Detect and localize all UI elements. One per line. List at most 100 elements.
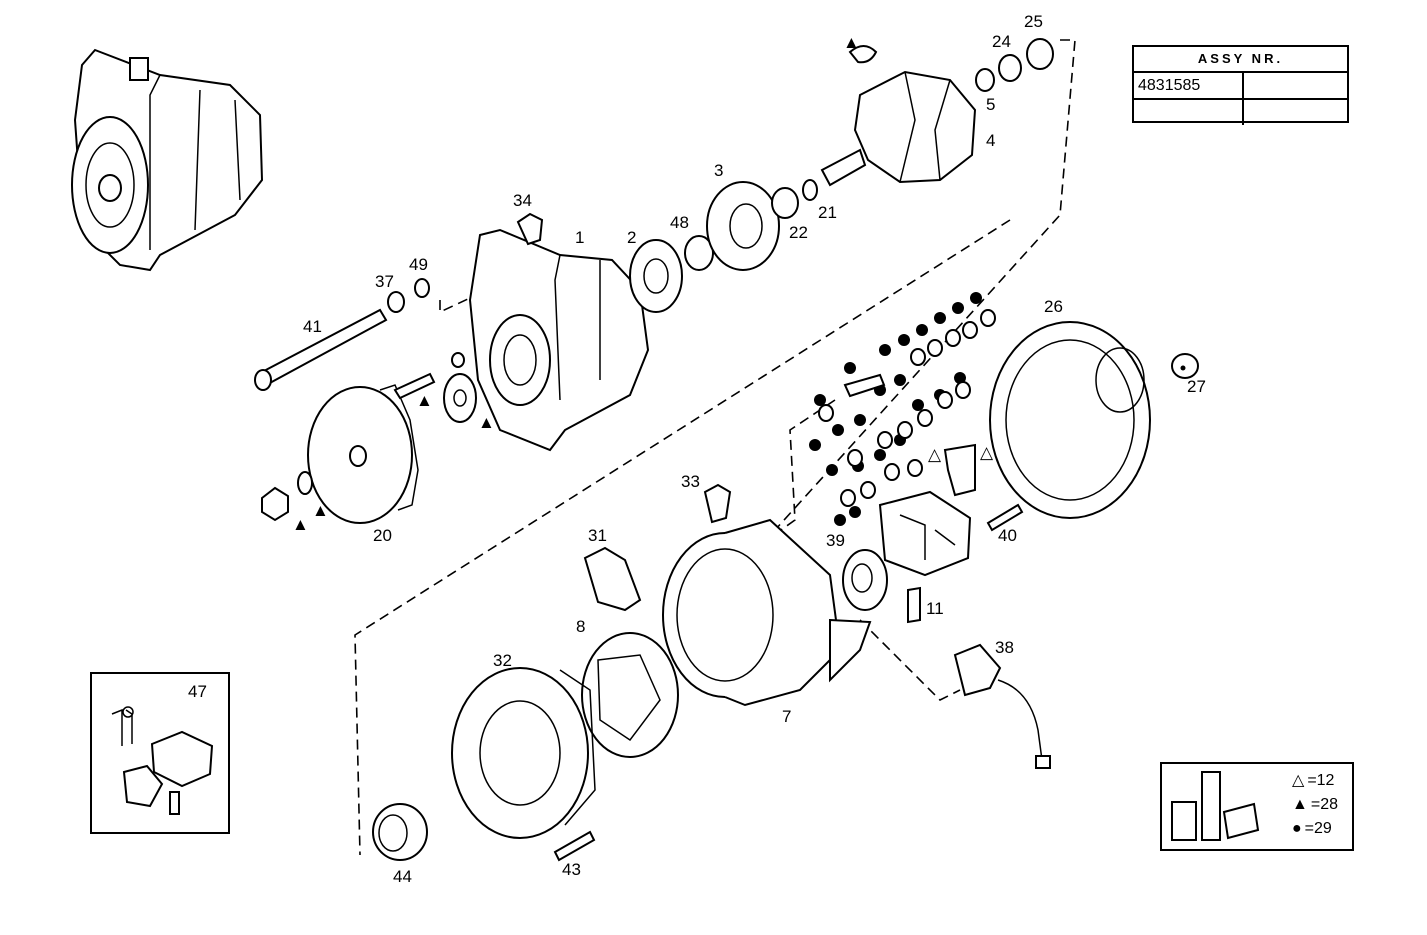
terminal-bracket	[943, 443, 976, 497]
part-32-stator	[451, 667, 596, 839]
assembled-alternator	[71, 48, 264, 272]
part-20-pulley-fan	[307, 384, 419, 524]
callout-41: 41	[303, 317, 322, 336]
part-11-spring	[907, 586, 921, 624]
axis-line-capacitor	[859, 619, 961, 701]
front-screw	[393, 372, 436, 400]
callout-39: 39	[826, 531, 845, 550]
part-4-rotor	[820, 70, 977, 187]
legend-filled-dot-value: =29	[1304, 820, 1332, 837]
legend-filled-triangle-value: =28	[1310, 796, 1338, 813]
legend-filled-triangle-icon: ▲	[1292, 796, 1308, 813]
part-41-through-bolt	[254, 308, 388, 391]
part-7-stator-housing	[662, 518, 872, 707]
rotor-cap	[848, 45, 878, 64]
part-5-ring	[975, 68, 995, 92]
callout-44: 44	[393, 867, 412, 886]
part-44-bearing	[372, 803, 428, 861]
part-24-bearing	[998, 54, 1022, 82]
hardware-cluster	[809, 292, 996, 526]
part-8-rectifier	[581, 632, 679, 758]
legend-row-open-triangle: △ =12	[1292, 772, 1334, 790]
part-33-plug	[703, 483, 732, 524]
assy-table-row	[1134, 98, 1347, 125]
part-39-cover	[842, 549, 888, 611]
part-31-gasket	[583, 546, 642, 612]
legend-open-triangle-value: =12	[1307, 772, 1335, 789]
part-34-plug	[516, 212, 544, 246]
callout-33: 33	[681, 472, 700, 491]
callout-32: 32	[493, 651, 512, 670]
axis-line-front	[439, 297, 471, 314]
assy-empty-cell	[1134, 100, 1244, 125]
callout-22: 22	[789, 223, 808, 242]
open-triangle-left: △	[928, 445, 942, 464]
axis-line-lower	[354, 219, 1011, 856]
legend-filled-dot-icon: ●	[1292, 820, 1302, 837]
inset-47-kit: 47	[90, 672, 230, 834]
callout-5: 5	[986, 95, 995, 114]
legend-open-triangle-icon: △	[1292, 772, 1305, 789]
callout-26: 26	[1044, 297, 1063, 316]
part-38-capacitor	[953, 643, 1051, 769]
part-49-washer	[414, 278, 430, 298]
part-27-cap	[1171, 353, 1199, 379]
small-nut	[451, 352, 465, 368]
regulator-brush-holder	[878, 490, 972, 577]
axis-line-upper	[774, 39, 1076, 531]
assy-empty-cell	[1244, 73, 1347, 98]
bearing-retainer	[443, 373, 477, 423]
part-48-ring	[684, 235, 714, 271]
part-22-collar	[771, 187, 799, 219]
callout-49: 49	[409, 255, 428, 274]
part-25-bearing	[1026, 38, 1054, 70]
callout-31: 31	[588, 526, 607, 545]
part-2-bearing	[629, 239, 683, 313]
callout-11: 11	[926, 599, 944, 618]
callout-43: 43	[562, 860, 581, 879]
callout-34: 34	[513, 191, 532, 210]
filled-triangle-fan-left: ▲	[292, 515, 309, 534]
callout-20: 20	[373, 526, 392, 545]
kit-drawing	[1171, 771, 1260, 841]
assy-table-row: 4831585	[1134, 73, 1347, 98]
callout-1: 1	[575, 228, 584, 247]
open-triangle-right: △	[980, 443, 994, 462]
callout-7: 7	[782, 707, 791, 726]
part-1-drive-end-housing	[468, 228, 650, 452]
callout-24: 24	[992, 32, 1011, 51]
callout-21: 21	[818, 203, 837, 222]
filled-triangle-retainer: ▲	[478, 413, 495, 432]
callout-2: 2	[627, 228, 636, 247]
assy-number: 4831585	[1134, 73, 1244, 98]
callout-40: 40	[998, 526, 1017, 545]
assy-table-header: ASSY NR.	[1134, 47, 1347, 73]
legend-row-filled-triangle: ▲ =28	[1292, 796, 1338, 814]
inset-47-drawing	[111, 706, 214, 815]
filled-triangle-cap: ▲	[843, 33, 860, 52]
callout-4: 4	[986, 131, 995, 150]
filled-triangle-fan-right: ▲	[312, 501, 329, 520]
callout-27: 27	[1187, 377, 1206, 396]
legend-kit-box: △ =12 ▲ =28 ● =29	[1160, 762, 1354, 851]
callout-48: 48	[670, 213, 689, 232]
callout-3: 3	[714, 161, 723, 180]
callout-25: 25	[1024, 12, 1043, 31]
part-37-washer	[387, 291, 405, 313]
part-26-rear-cover	[989, 321, 1151, 519]
callout-8: 8	[576, 617, 585, 636]
part-40-screw	[986, 503, 1024, 532]
assy-number-table: ASSY NR. 4831585	[1132, 45, 1349, 125]
legend-row-filled-dot: ● =29	[1292, 820, 1332, 838]
pulley-nut	[261, 486, 289, 522]
inset-47-label: 47	[188, 682, 207, 701]
pulley-washer	[297, 471, 313, 495]
callout-38: 38	[995, 638, 1014, 657]
part-43-bolt	[553, 830, 596, 862]
part-21-ring	[802, 179, 818, 201]
part-3-bearing-plate	[706, 181, 780, 271]
callout-37: 37	[375, 272, 394, 291]
assy-empty-cell	[1244, 100, 1347, 125]
filled-triangle-screw: ▲	[416, 391, 433, 410]
